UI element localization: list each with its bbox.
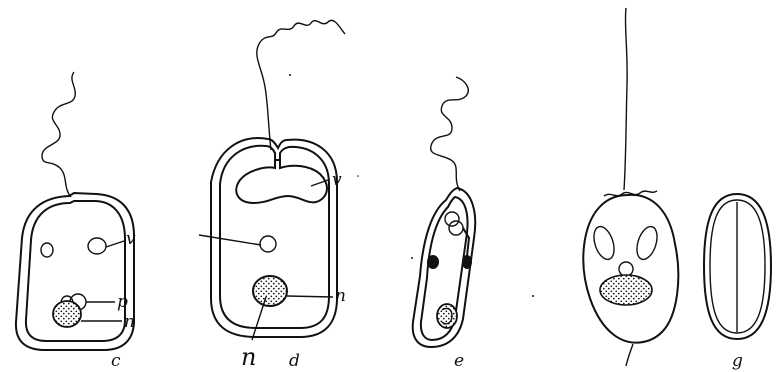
vacuole-pointer bbox=[106, 241, 124, 247]
part-label-p: p bbox=[117, 292, 128, 312]
cell-body bbox=[583, 195, 678, 343]
chromatophore bbox=[427, 255, 439, 269]
flagellum bbox=[42, 72, 75, 197]
panel-label-f bbox=[626, 344, 633, 366]
cell-wall-outer bbox=[16, 193, 134, 350]
part-label-n: n bbox=[124, 312, 135, 332]
panel-g: g bbox=[704, 194, 771, 371]
nucleus-pointer bbox=[287, 296, 333, 297]
pyrenoid bbox=[260, 236, 276, 252]
part-label-n: n bbox=[241, 343, 256, 371]
pyrenoid bbox=[619, 262, 633, 276]
vacuole bbox=[449, 221, 463, 235]
nucleus bbox=[600, 275, 652, 305]
pointer-line bbox=[199, 235, 261, 245]
panel-label-e: e bbox=[454, 351, 464, 371]
flagellum bbox=[624, 8, 627, 190]
small-vacuole bbox=[41, 243, 53, 257]
part-label-v: v bbox=[332, 170, 342, 190]
vacuole bbox=[633, 224, 661, 262]
panel-label-c: c bbox=[111, 351, 121, 371]
panel-e: e bbox=[413, 77, 476, 371]
contractile-vacuole bbox=[236, 160, 327, 203]
vacuole bbox=[88, 238, 106, 254]
flagellum bbox=[257, 20, 345, 150]
part-label-v: v bbox=[126, 229, 136, 249]
part-label-n: n bbox=[335, 286, 346, 306]
nucleus bbox=[53, 301, 81, 327]
panel-label-g: g bbox=[732, 351, 743, 371]
panel-c: v p n c bbox=[16, 72, 136, 371]
nucleus bbox=[253, 276, 287, 306]
vacuole bbox=[590, 224, 618, 262]
panel-f bbox=[583, 8, 678, 366]
vacuole bbox=[445, 212, 459, 226]
panel-label-d: d bbox=[289, 351, 300, 371]
chromatophore bbox=[462, 255, 472, 269]
flagellum bbox=[431, 77, 469, 191]
panel-d: v n n d bbox=[199, 20, 346, 371]
